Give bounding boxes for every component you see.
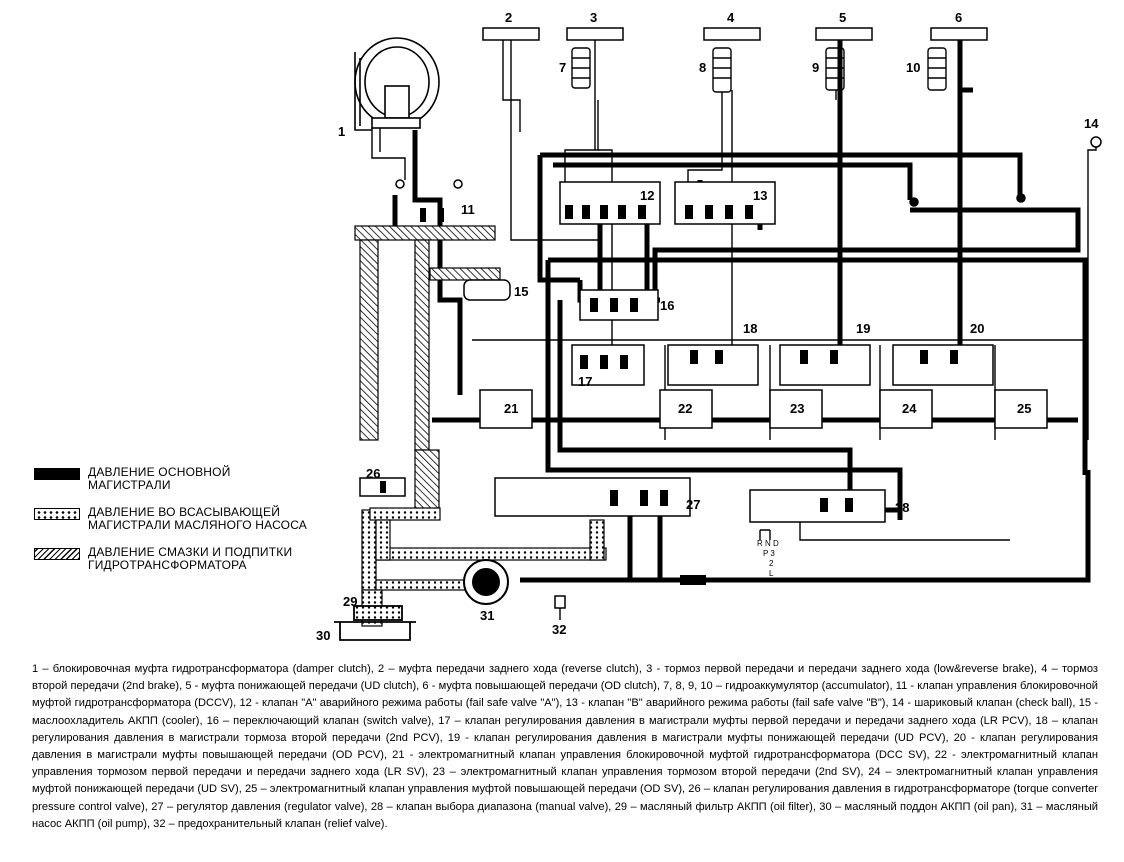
selector-pos-2: P 3 (763, 549, 775, 558)
label-1: 1 (338, 124, 345, 139)
label-22: 22 (678, 401, 692, 416)
label-14: 14 (1084, 116, 1099, 131)
label-10: 10 (906, 60, 920, 75)
accumulators (571, 47, 947, 93)
part-numbers: 1 2 3 4 5 6 7 8 9 10 11 12 13 14 15 16 1… (316, 10, 1099, 643)
label-5: 5 (839, 10, 846, 25)
label-21: 21 (504, 401, 518, 416)
label-30: 30 (316, 628, 330, 643)
selector-pos-3: 2 (769, 559, 774, 568)
label-17: 17 (578, 374, 592, 389)
selector-pos-4: L (769, 569, 774, 578)
label-31: 31 (480, 608, 494, 623)
legend-swatch-main (34, 468, 80, 480)
figure-caption: 1 – блокировочная муфта гидротрансформат… (32, 663, 1098, 830)
label-7: 7 (559, 60, 566, 75)
check-ball (395, 136, 1102, 609)
legend-item-lube: ДАВЛЕНИЕ СМАЗКИ И ПОДПИТКИ ГИДРОТРАНСФОР… (34, 546, 292, 572)
label-9: 9 (812, 60, 819, 75)
main-line-restriction (680, 575, 706, 585)
label-27: 27 (686, 497, 700, 512)
label-2: 2 (505, 10, 512, 25)
label-12: 12 (640, 188, 654, 203)
label-24: 24 (902, 401, 917, 416)
label-3: 3 (590, 10, 597, 25)
legend-text-main: ДАВЛЕНИЕ ОСНОВНОЙ МАГИСТРАЛИ (88, 465, 231, 492)
legend-swatch-lube (34, 548, 80, 560)
label-18: 18 (743, 321, 757, 336)
label-23: 23 (790, 401, 804, 416)
label-19: 19 (856, 321, 870, 336)
legend-text-lube: ДАВЛЕНИЕ СМАЗКИ И ПОДПИТКИ ГИДРОТРАНСФОР… (88, 545, 293, 572)
lube-lines (354, 225, 501, 511)
label-6: 6 (955, 10, 962, 25)
legend-item-suction: ДАВЛЕНИЕ ВО ВСАСЫВАЮЩЕЙ МАГИСТРАЛИ МАСЛЯ… (34, 506, 307, 532)
label-4: 4 (727, 10, 735, 25)
hydraulic-circuit-diagram: 1 2 3 4 5 6 7 8 9 10 11 12 13 14 15 16 1… (316, 10, 1102, 643)
label-32: 32 (552, 622, 566, 637)
legend-text-suction: ДАВЛЕНИЕ ВО ВСАСЫВАЮЩЕЙ МАГИСТРАЛИ МАСЛЯ… (88, 505, 308, 532)
valve-bodies (359, 181, 1048, 523)
legend-item-main: ДАВЛЕНИЕ ОСНОВНОЙ МАГИСТРАЛИ (34, 466, 231, 492)
label-13: 13 (753, 188, 767, 203)
thin-lines (371, 40, 1097, 620)
selector-positions: R N D P 3 2 L (757, 539, 779, 578)
oil-pan (334, 605, 416, 641)
label-16: 16 (660, 298, 674, 313)
selector-pos-1: R N D (757, 539, 779, 548)
valve-spools (380, 205, 958, 512)
label-29: 29 (343, 594, 357, 609)
clutch-plates (482, 27, 988, 41)
label-26: 26 (366, 466, 380, 481)
label-11: 11 (461, 202, 475, 217)
oil-pump (463, 559, 509, 605)
legend-swatch-suction (34, 508, 80, 520)
label-25: 25 (1017, 401, 1031, 416)
label-20: 20 (970, 321, 984, 336)
torque-converter (354, 37, 440, 131)
label-28: 28 (895, 500, 909, 515)
label-8: 8 (699, 60, 706, 75)
label-15: 15 (514, 284, 528, 299)
